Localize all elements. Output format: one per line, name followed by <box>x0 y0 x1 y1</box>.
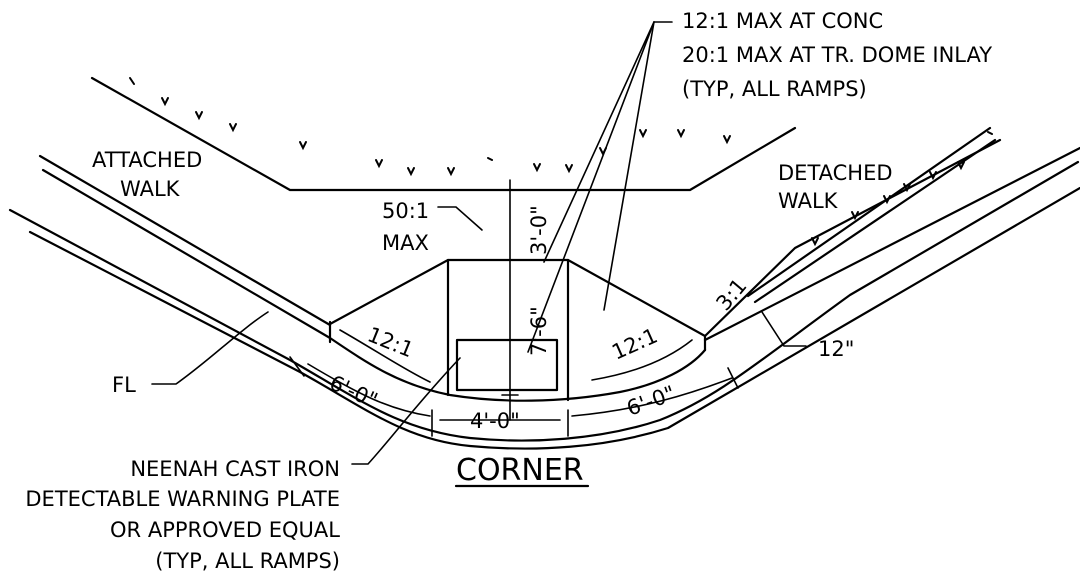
attached-walk-line-1 <box>38 154 332 327</box>
slope-note-line-3: (TYP, ALL RAMPS) <box>682 77 867 101</box>
attached-walk-line-2 <box>41 168 332 340</box>
neenah-label-3: OR APPROVED EQUAL <box>110 518 340 542</box>
dim-center-four: 4'-0" <box>470 409 520 433</box>
slope-note-line-2: 20:1 MAX AT TR. DOME INLAY <box>682 43 992 67</box>
back-of-curb-curve <box>28 186 1080 450</box>
ramp-curb-return <box>328 336 707 402</box>
neenah-label-4: (TYP, ALL RAMPS) <box>155 549 340 573</box>
twelve-inch-label: 12" <box>818 337 854 361</box>
flowline-curve <box>8 160 1080 442</box>
dim-three-ft: 3'-0" <box>527 205 551 255</box>
detached-walk-label-1: DETACHED <box>778 161 893 185</box>
detached-walk-line-3 <box>703 146 1080 342</box>
dim-three-to-one: 3:1 <box>711 274 751 315</box>
max50-label-2: MAX <box>382 231 429 255</box>
attached-walk-label-1: ATTACHED <box>92 148 202 172</box>
neenah-label-1: NEENAH CAST IRON <box>130 457 340 481</box>
detached-walk-line-1 <box>746 126 992 298</box>
grass-edge-line <box>90 76 797 192</box>
fl-label: FL <box>112 373 136 397</box>
corner-title: CORNER <box>456 453 584 488</box>
detached-walk-outer <box>703 138 1002 338</box>
max50-label-1: 50:1 <box>382 199 429 223</box>
detached-walk-line-2 <box>753 138 997 304</box>
slope-callout-leaders <box>527 21 673 353</box>
dim-right-slope: 12:1 <box>608 323 661 364</box>
warning-plate <box>455 338 559 392</box>
detached-walk-label-2: WALK <box>778 189 839 213</box>
neenah-label-2: DETECTABLE WARNING PLATE <box>25 487 340 511</box>
dim-seven-six: 7'-6" <box>527 306 551 356</box>
dim-left-slope: 12:1 <box>364 322 417 362</box>
attached-walk-label-2: WALK <box>120 177 181 201</box>
slope-note-line-1: 12:1 MAX AT CONC <box>682 9 883 33</box>
dim-left-six: 6'-0" <box>326 371 381 413</box>
